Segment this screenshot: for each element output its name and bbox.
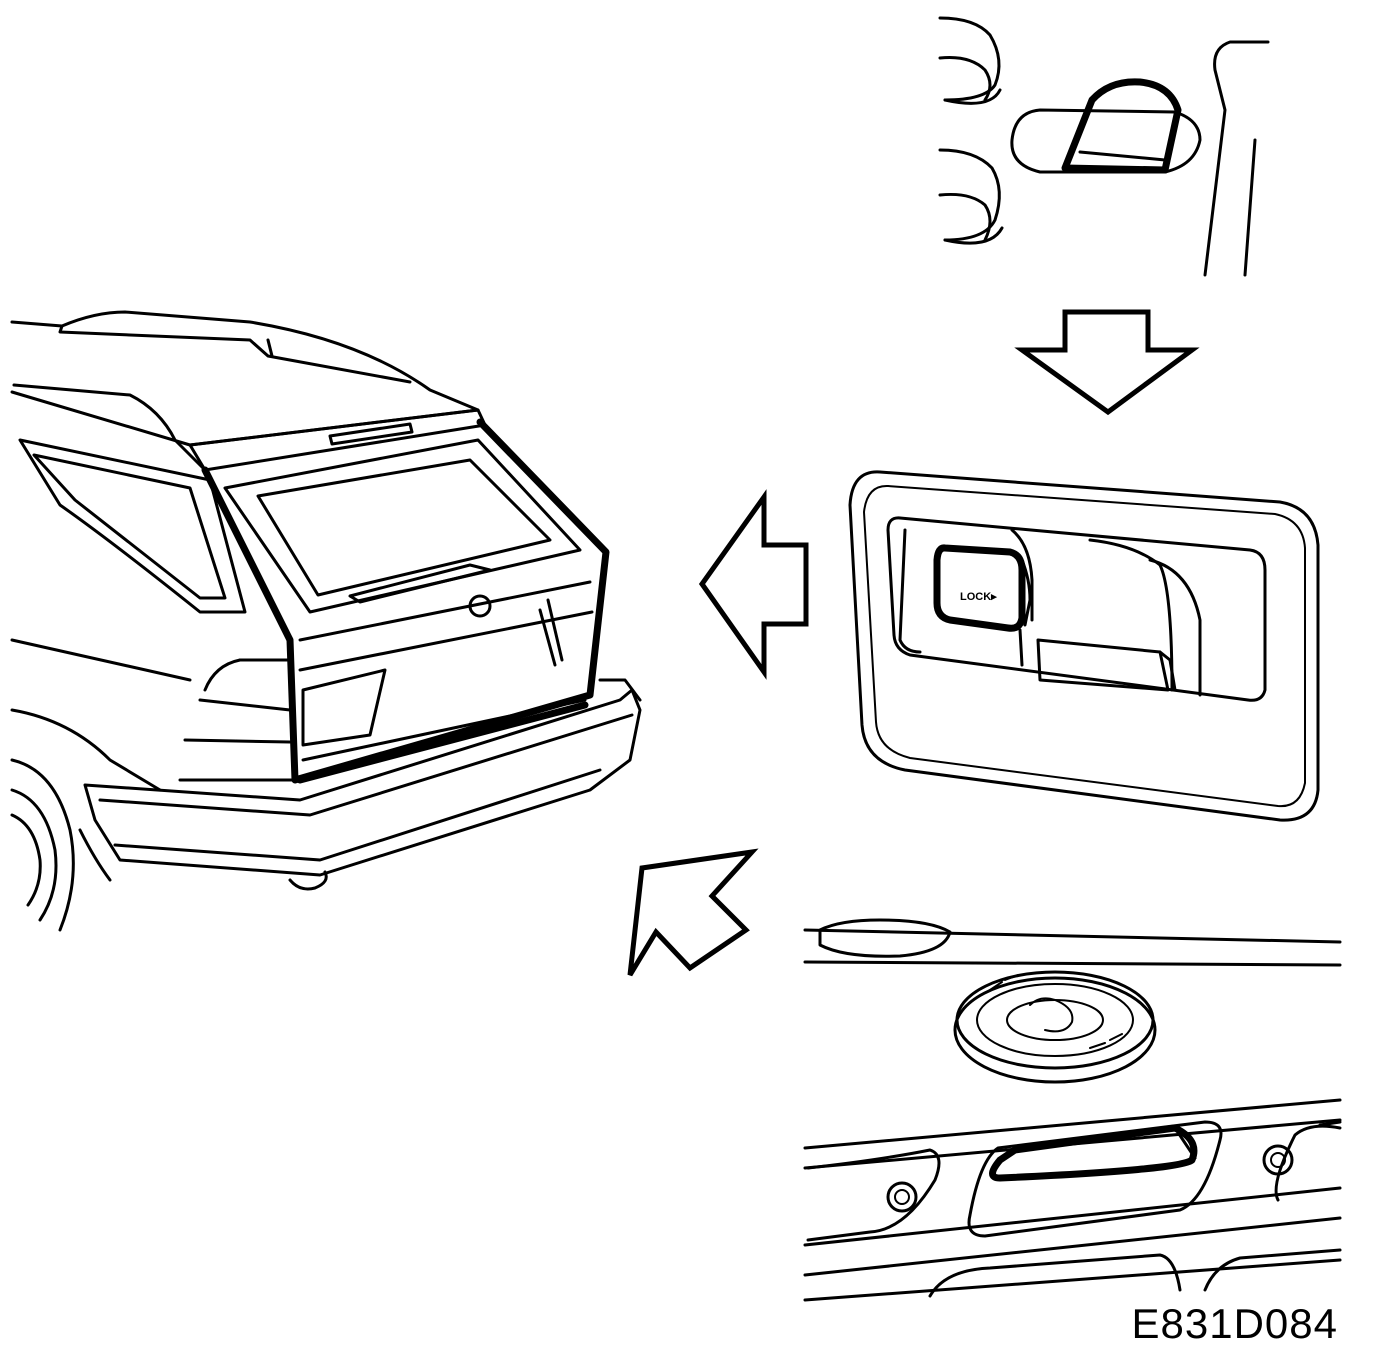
figure-id-label: E831D084 bbox=[1131, 1300, 1338, 1347]
arrow-down-icon bbox=[1014, 309, 1200, 416]
lock-label: LOCK▸ bbox=[960, 591, 997, 603]
arrow-up-left-icon bbox=[627, 848, 759, 977]
arrow-left-icon bbox=[698, 489, 809, 680]
tailgate-handle-detail bbox=[803, 918, 1342, 1302]
lock-switch-plate: LOCK▸ bbox=[848, 470, 1320, 822]
interior-handle-detail bbox=[938, 16, 1270, 277]
car-rear-illustration bbox=[10, 310, 642, 932]
